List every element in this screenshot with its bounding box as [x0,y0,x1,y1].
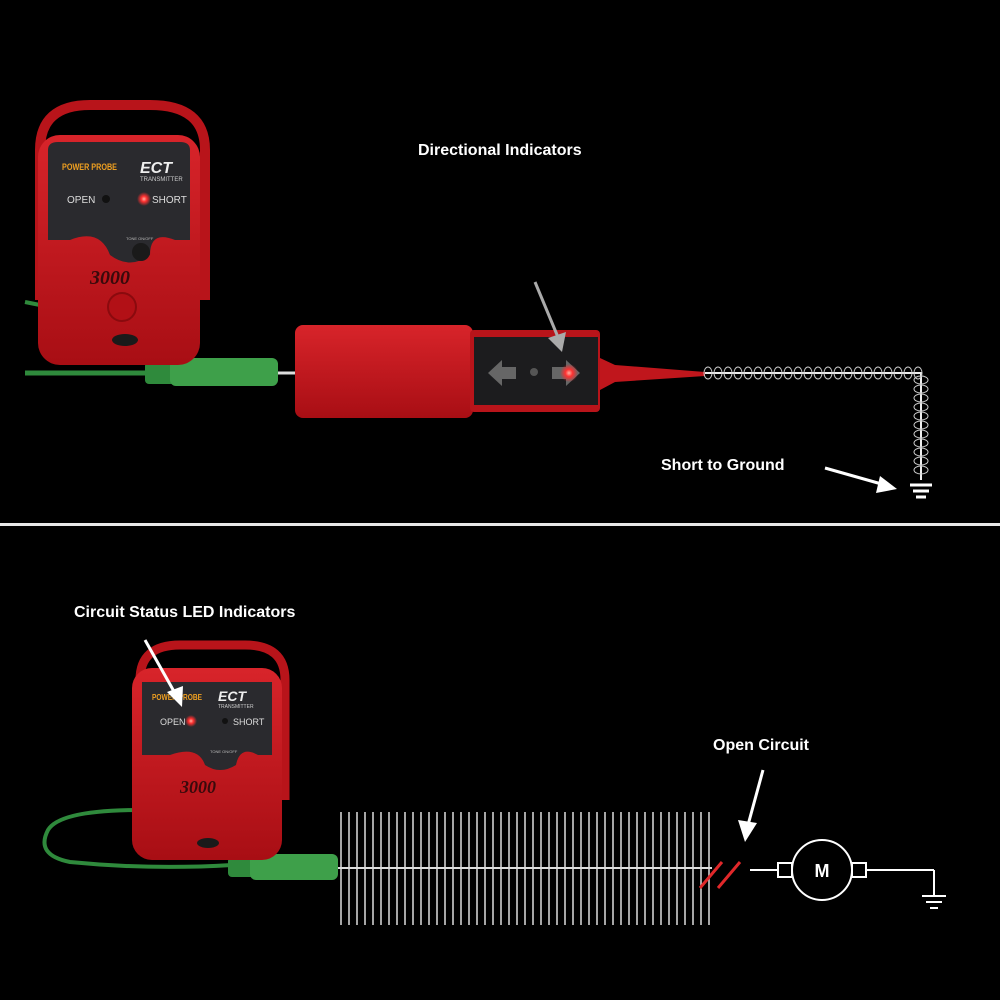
coil-loop [913,411,929,421]
svg-text:3000: 3000 [179,777,216,797]
coil-loop [713,366,723,380]
coil-loop [903,366,913,380]
coil-loop [913,429,929,439]
svg-text:ECT: ECT [140,160,173,177]
coil-loop [863,366,873,380]
green-cable-bottom [42,808,338,880]
svg-text:M: M [815,861,830,881]
short-led [222,718,228,724]
coil-loop [853,366,863,380]
short-led [137,192,151,206]
coil-loop [833,366,843,380]
led-pointer-arrow [143,639,178,696]
svg-text:OPEN: OPEN [67,195,95,206]
coil-loop [703,366,713,380]
coil-loop [913,447,929,457]
coil-loop [783,366,793,380]
circuit-status-led-label: Circuit Status LED Indicators [74,604,296,621]
coil-loop [823,366,833,380]
coil-loop [913,366,923,380]
coil-loop [913,456,929,466]
coiled-wire-top [703,366,929,480]
ground-symbol-bottom [922,895,946,909]
svg-text:TRANSMITTER: TRANSMITTER [140,177,183,183]
coil-loop [773,366,783,380]
svg-text:TONE ON/OFF: TONE ON/OFF [126,236,154,241]
coil-loop [803,366,813,380]
coil-loop [723,366,733,380]
ground-symbol-top [910,483,932,499]
short-to-ground-label: Short to Ground [661,457,785,474]
short-arrow [824,466,886,487]
ect-receiver-probe [295,325,705,418]
svg-text:TONE ON/OFF: TONE ON/OFF [210,749,238,754]
coil-loop [873,366,883,380]
coil-loop [913,438,929,448]
coil-loop [793,366,803,380]
svg-text:TRANSMITTER: TRANSMITTER [218,704,254,710]
panel-divider [0,523,1000,526]
coil-loop [913,402,929,412]
coil-loop [843,366,853,380]
svg-text:ECT: ECT [218,688,247,704]
coil-loop [753,366,763,380]
coil-loop [913,420,929,430]
open-circuit-label: Open Circuit [713,737,810,754]
coil-loop [733,366,743,380]
ect-transmitter-bottom: POWER PROBE ECT TRANSMITTER OPEN SHORT T… [132,640,290,860]
directional-indicators-label: Directional Indicators [418,142,582,159]
power-probe-logo: POWER PROBE [62,162,117,172]
ect-transmitter-top: POWER PROBE ECT TRANSMITTER OPEN SHORT T… [35,100,210,365]
coil-loop [883,366,893,380]
svg-text:OPEN: OPEN [160,717,186,727]
svg-text:SHORT: SHORT [233,717,265,727]
open-arrow [746,769,765,826]
coil-loop [913,384,929,394]
motor-symbol [777,839,935,901]
left-arrow-indicator [488,360,516,386]
coil-loop [893,366,903,380]
svg-text:3000: 3000 [89,267,130,289]
coil-loop [913,393,929,403]
coil-loop [913,465,929,475]
open-led [102,195,110,203]
speaker-icon [107,292,137,322]
coil-loop [743,366,753,380]
coil-loop [913,375,929,385]
pointer-arrow [533,281,562,343]
coil-loop [813,366,823,380]
circuit-break-icon [698,861,742,889]
coil-loop [763,366,773,380]
tone-button [132,243,150,261]
green-cable-top [24,300,298,386]
open-led [185,715,197,727]
svg-text:SHORT: SHORT [152,195,187,206]
